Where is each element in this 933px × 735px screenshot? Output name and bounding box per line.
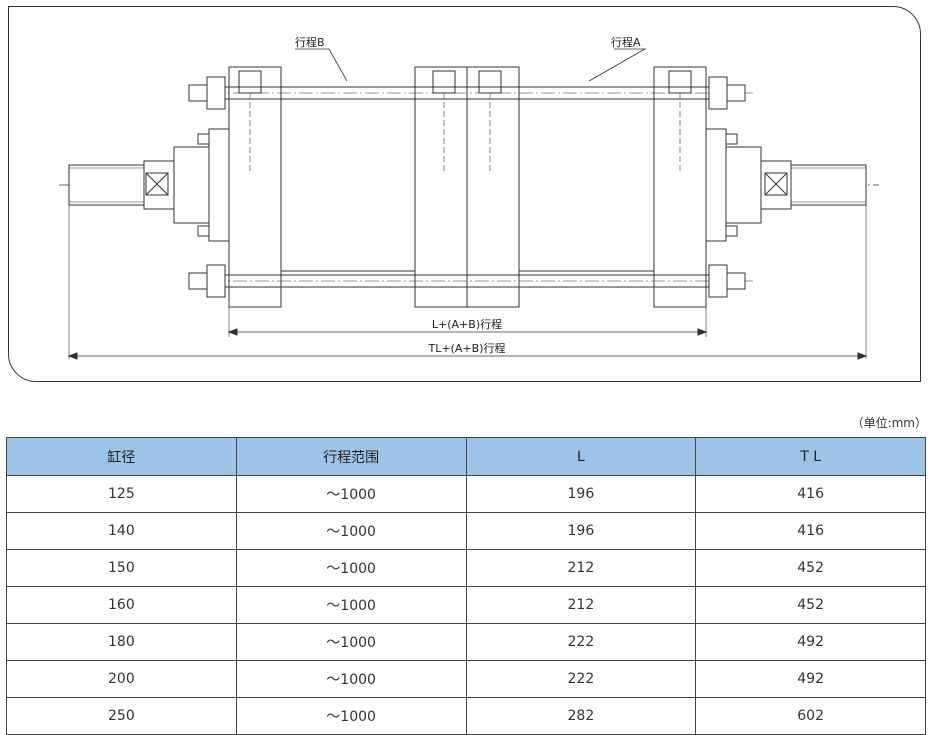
- right-rod-end: [790, 164, 867, 206]
- cylinder-drawing: 行程B 行程A L+(A+B)行程 TL+(A+B)行程: [59, 36, 879, 360]
- stroke-a-label: 行程A: [611, 36, 641, 49]
- cell-bore: 180: [6, 623, 237, 661]
- cell-tl: 492: [695, 623, 926, 661]
- middle-block-left: [414, 66, 468, 308]
- dim-inner-label: L+(A+B)行程: [432, 318, 502, 331]
- cell-bore: 200: [6, 660, 237, 698]
- barrel-left: [280, 98, 416, 272]
- middle-block-right: [466, 66, 520, 308]
- cell-bore: 160: [6, 586, 237, 624]
- cell-l: 212: [465, 586, 697, 624]
- cylinder-drawing-frame: 行程B 行程A L+(A+B)行程 TL+(A+B)行程: [8, 6, 921, 382]
- left-rod-end: [68, 164, 145, 206]
- cell-l: 282: [465, 697, 697, 735]
- left-end-block: [228, 66, 282, 308]
- cell-tl: 492: [695, 660, 926, 698]
- cell-stroke-range: ～1000: [235, 697, 467, 735]
- cell-stroke-range: ～1000: [235, 475, 467, 513]
- cell-bore: 125: [6, 475, 237, 513]
- cell-stroke-range: ～1000: [235, 586, 467, 624]
- cell-stroke-range: ～1000: [235, 512, 467, 550]
- cell-l: 196: [465, 512, 697, 550]
- cell-tl: 602: [695, 697, 926, 735]
- header-bore: 缸径: [6, 437, 237, 476]
- cell-tl: 416: [695, 475, 926, 513]
- cell-tl: 452: [695, 586, 926, 624]
- right-end-block: [653, 66, 707, 308]
- cell-l: 222: [465, 623, 697, 661]
- cell-l: 196: [465, 475, 697, 513]
- cell-tl: 452: [695, 549, 926, 587]
- barrel-right: [518, 98, 655, 272]
- cell-l: 212: [465, 549, 697, 587]
- cell-stroke-range: ～1000: [235, 623, 467, 661]
- cell-bore: 250: [6, 697, 237, 735]
- cell-bore: 150: [6, 549, 237, 587]
- cell-l: 222: [465, 660, 697, 698]
- stroke-b-label: 行程B: [295, 36, 325, 49]
- left-neck: [143, 160, 175, 210]
- header-tl: T L: [695, 437, 926, 476]
- unit-note: （单位:mm）: [851, 416, 927, 430]
- cell-tl: 416: [695, 512, 926, 550]
- table-header-row: 缸径 行程范围 L T L: [6, 437, 926, 476]
- dim-outer-label: TL+(A+B)行程: [428, 342, 506, 355]
- cell-stroke-range: ～1000: [235, 660, 467, 698]
- right-flange: [725, 146, 762, 224]
- left-flange: [173, 146, 210, 224]
- header-stroke-range: 行程范围: [235, 437, 467, 476]
- right-neck: [760, 160, 792, 210]
- header-l: L: [465, 437, 697, 476]
- cell-stroke-range: ～1000: [235, 549, 467, 587]
- cell-bore: 140: [6, 512, 237, 550]
